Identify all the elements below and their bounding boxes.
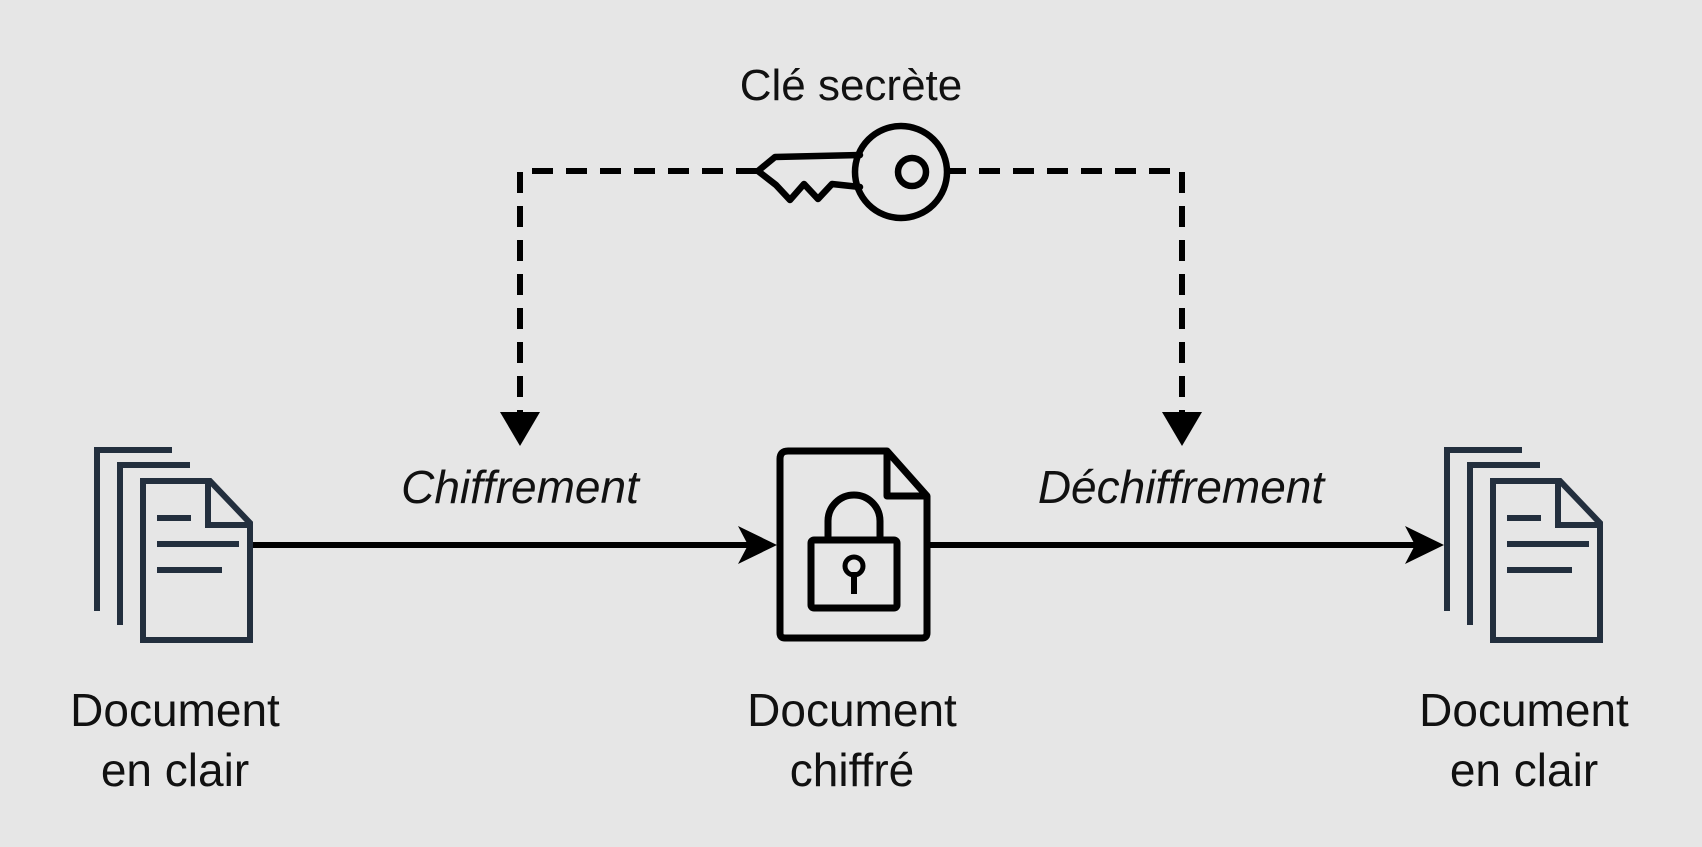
node-label-line: en clair (100, 744, 250, 796)
node-label-line: Document (1419, 684, 1629, 736)
lock-keyhole-slot (851, 572, 857, 594)
encryption-arrowhead (738, 526, 777, 564)
plaintext-document-result-label: Document en clair (1364, 680, 1684, 800)
key-icon (754, 122, 951, 222)
key-to-encryption-dashed-line (517, 168, 757, 416)
decryption-arrowhead (1405, 526, 1444, 564)
decryption-key-arrowhead (1162, 412, 1202, 446)
encryption-label: Chiffrement (401, 461, 639, 513)
encrypted-document-label: Document chiffré (692, 680, 1012, 800)
locked-document-icon (776, 447, 931, 642)
node-label-line: Document (747, 684, 957, 736)
node-label-line: Document (70, 684, 280, 736)
key-connector-lines (517, 168, 1185, 416)
node-label-line: chiffré (789, 744, 915, 796)
flow-arrows (252, 526, 1444, 564)
encryption-key-arrowhead (500, 412, 540, 446)
documents-stack-icon (94, 447, 253, 643)
node-label-line: en clair (1449, 744, 1599, 796)
key-to-decryption-dashed-line (945, 168, 1185, 416)
documents-stack-icon (1444, 447, 1603, 643)
secret-key-label: Clé secrète (739, 61, 963, 110)
plaintext-document-source-label: Document en clair (15, 680, 335, 800)
decryption-label: Déchiffrement (1037, 461, 1325, 513)
